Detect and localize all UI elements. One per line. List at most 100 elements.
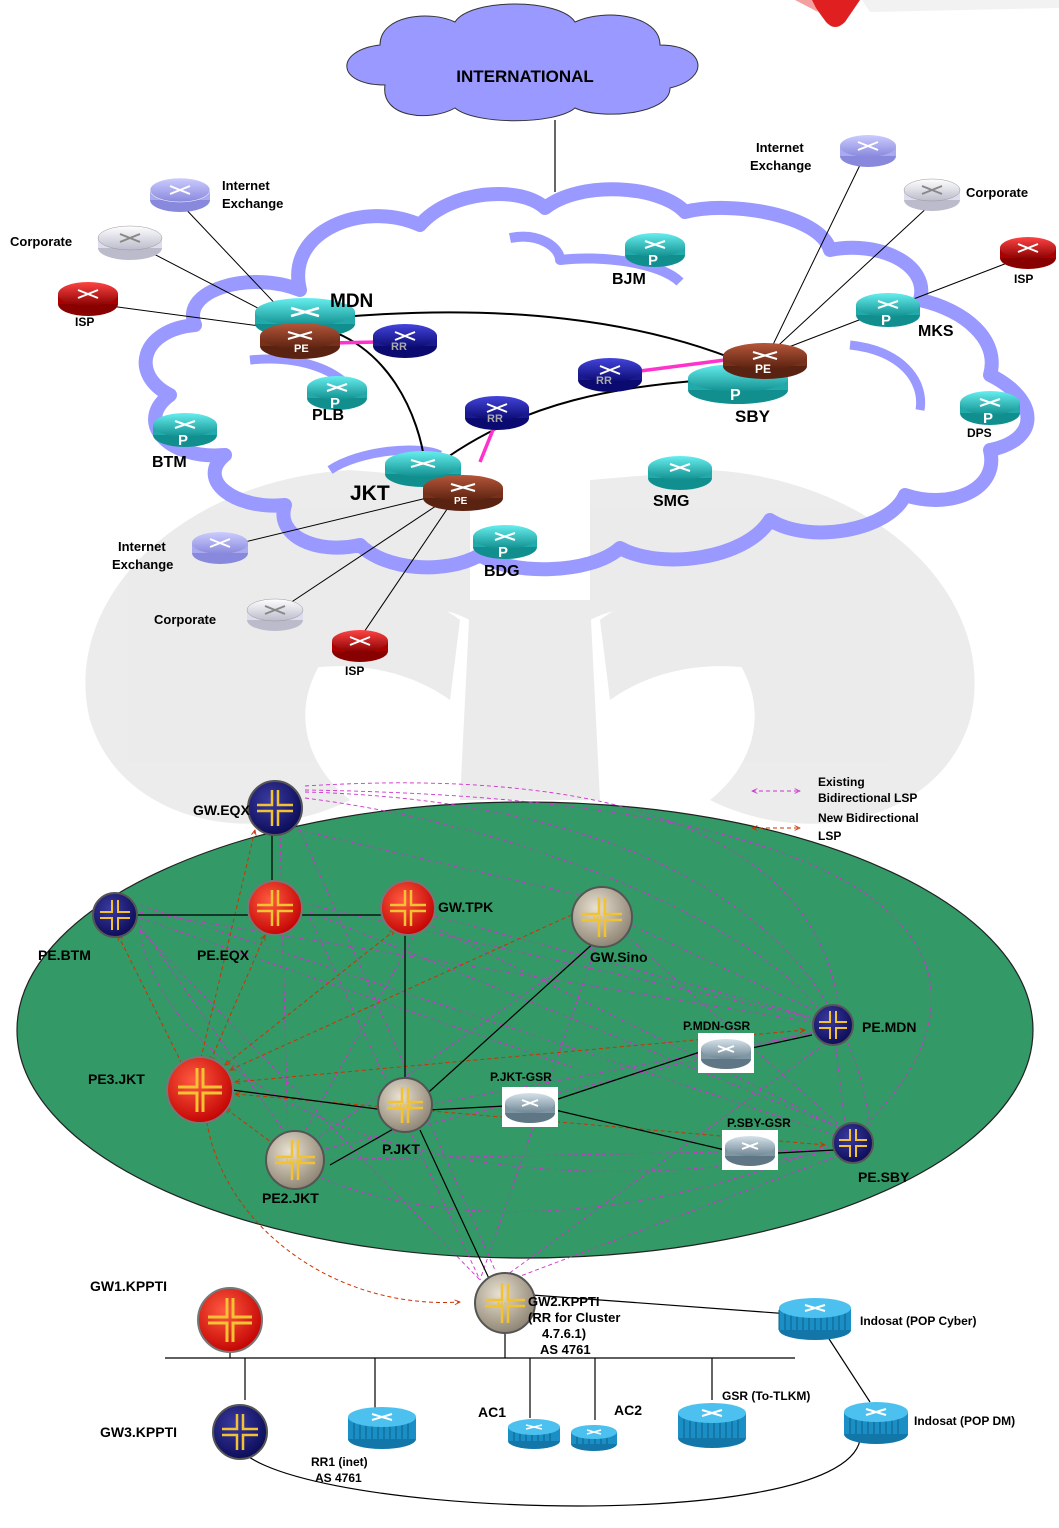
router-rr-sby: RR: [578, 358, 642, 392]
router-pe-eqx: [247, 880, 303, 936]
backbone-cloud: [138, 182, 1035, 577]
router-rr-mdn: RR: [373, 324, 437, 358]
router-p-bdg: P: [473, 525, 537, 561]
label-ix-right-2: Exchange: [750, 158, 811, 173]
label-sby: SBY: [735, 407, 771, 426]
router-p-jkt-gsr: [502, 1087, 558, 1127]
router-indosat-cyber: [778, 1298, 851, 1340]
router-p-jkt-b: M10i: [377, 1077, 433, 1133]
watermark-logo: [85, 470, 975, 824]
router-isp-bottom: [332, 630, 388, 662]
router-p-plb: P: [307, 376, 367, 412]
label-pe-btm: PE.BTM: [38, 947, 91, 963]
router-rr-jkt: RR: [465, 396, 529, 430]
router-pe-mdn-b: [812, 1004, 854, 1046]
label-plb: PLB: [312, 407, 344, 424]
router-pe-jkt: PE: [423, 475, 503, 511]
label-pe-eqx: PE.EQX: [197, 947, 250, 963]
router-ac1: [508, 1419, 560, 1449]
label-gw-tpk: GW.TPK: [438, 899, 493, 915]
router-p-dps: P: [960, 391, 1020, 427]
pe-tag-mdn: PE: [294, 343, 309, 355]
chassis-tag-pjkt: M10i: [396, 1104, 412, 1111]
label-gw-eqx: GW.EQX: [193, 802, 250, 818]
router-isp-right: [1000, 237, 1056, 269]
p-tag-plb: P: [330, 395, 340, 412]
router-gw-eqx: [247, 780, 303, 836]
label-gw2-3: 4.7.6.1): [542, 1326, 586, 1341]
top-links: [87, 164, 1016, 639]
router-pe3-jkt: [166, 1056, 234, 1124]
router-ix-bottom: [192, 532, 248, 564]
p-tag-bdg: P: [498, 544, 508, 561]
label-gw3: GW3.KPPTI: [100, 1424, 177, 1440]
router-p-sby-gsr: [722, 1130, 778, 1170]
label-isp-bottom: ISP: [345, 664, 364, 678]
international-label: INTERNATIONAL: [456, 67, 594, 86]
label-bjm: BJM: [612, 271, 646, 288]
pe-tag-jkt: PE: [454, 496, 468, 507]
router-rr1: [348, 1407, 416, 1449]
label-ix-bottom-2: Exchange: [112, 557, 173, 572]
router-corp-right: [903, 178, 961, 211]
legend-existing-2: Bidirectional LSP: [818, 791, 917, 805]
router-corp-bottom: [246, 598, 304, 631]
chassis-tag-sino: M10: [593, 916, 607, 923]
label-bdg: BDG: [484, 563, 520, 580]
bottom-labels: GW.EQX PE.BTM PE.EQX GW.TPK GW.Sino P.MD…: [38, 802, 1015, 1485]
label-indosat-cyber: Indosat (POP Cyber): [860, 1314, 976, 1328]
rr-tag-jkt: RR: [487, 413, 503, 425]
label-gw2-1: GW2.KPPTI: [528, 1294, 600, 1309]
chassis-tag-gw2: M40: [497, 1302, 511, 1309]
label-ix-left-2: Exchange: [222, 196, 283, 211]
router-p-jkt: [385, 451, 461, 487]
label-ix-right-1: Internet: [756, 140, 804, 155]
label-pe-sby: PE.SBY: [858, 1169, 910, 1185]
router-gsr-tlkm: [678, 1403, 746, 1448]
router-gw2-kppti: M40: [474, 1272, 536, 1334]
rr-tag-mdn: RR: [391, 341, 407, 353]
router-corp-left: [97, 225, 163, 260]
bottom-links: [118, 832, 871, 1507]
legend: Existing Bidirectional LSP New Bidirecti…: [752, 775, 919, 843]
label-ix-bottom-1: Internet: [118, 539, 166, 554]
label-btm: BTM: [152, 454, 187, 471]
router-pe-btm: [92, 892, 138, 938]
legend-new-1: New Bidirectional: [818, 811, 919, 825]
router-indosat-dm: [844, 1402, 908, 1444]
label-indosat-dm: Indosat (POP DM): [914, 1414, 1015, 1428]
label-isp-right: ISP: [1014, 272, 1033, 286]
chassis-tag-pe2: M10i: [286, 1159, 302, 1166]
label-dps: DPS: [967, 426, 992, 440]
p-tag-dps: P: [983, 410, 993, 427]
router-p-smg: [648, 456, 712, 490]
label-gw-sino: GW.Sino: [590, 949, 648, 965]
label-pe3-jkt: PE3.JKT: [88, 1071, 145, 1087]
p-tag-mks: P: [881, 312, 891, 329]
p-tag-btm: P: [178, 432, 188, 449]
label-corp-bottom: Corporate: [154, 612, 216, 627]
label-gw1: GW1.KPPTI: [90, 1278, 167, 1294]
label-ix-left-1: Internet: [222, 178, 270, 193]
label-ac1: AC1: [478, 1404, 506, 1420]
router-gw3-kppti: [212, 1404, 268, 1460]
router-gw-tpk: [380, 880, 436, 936]
router-ix-left: [149, 177, 211, 212]
label-smg: SMG: [653, 493, 689, 510]
rr-links: [329, 340, 726, 463]
rr-tag-sby: RR: [596, 375, 612, 387]
router-pe-sby: PE: [723, 343, 807, 379]
label-rr1-2: AS 4761: [315, 1471, 362, 1485]
router-p-mdn-gsr: [698, 1033, 754, 1073]
label-pe-mdn: PE.MDN: [862, 1019, 916, 1035]
router-p-mks: P: [856, 293, 920, 329]
label-pe2-jkt: PE2.JKT: [262, 1190, 319, 1206]
label-p-sby-gsr: P.SBY-GSR: [727, 1116, 791, 1130]
router-isp-left: [58, 282, 118, 316]
label-p-jkt: P.JKT: [382, 1141, 420, 1157]
logo-fragment: [795, 0, 1059, 27]
label-p-mdn-gsr: P.MDN-GSR: [683, 1019, 750, 1033]
label-isp-left: ISP: [75, 315, 94, 329]
router-p-bjm: P: [625, 233, 685, 269]
router-ix-right: [840, 135, 896, 167]
